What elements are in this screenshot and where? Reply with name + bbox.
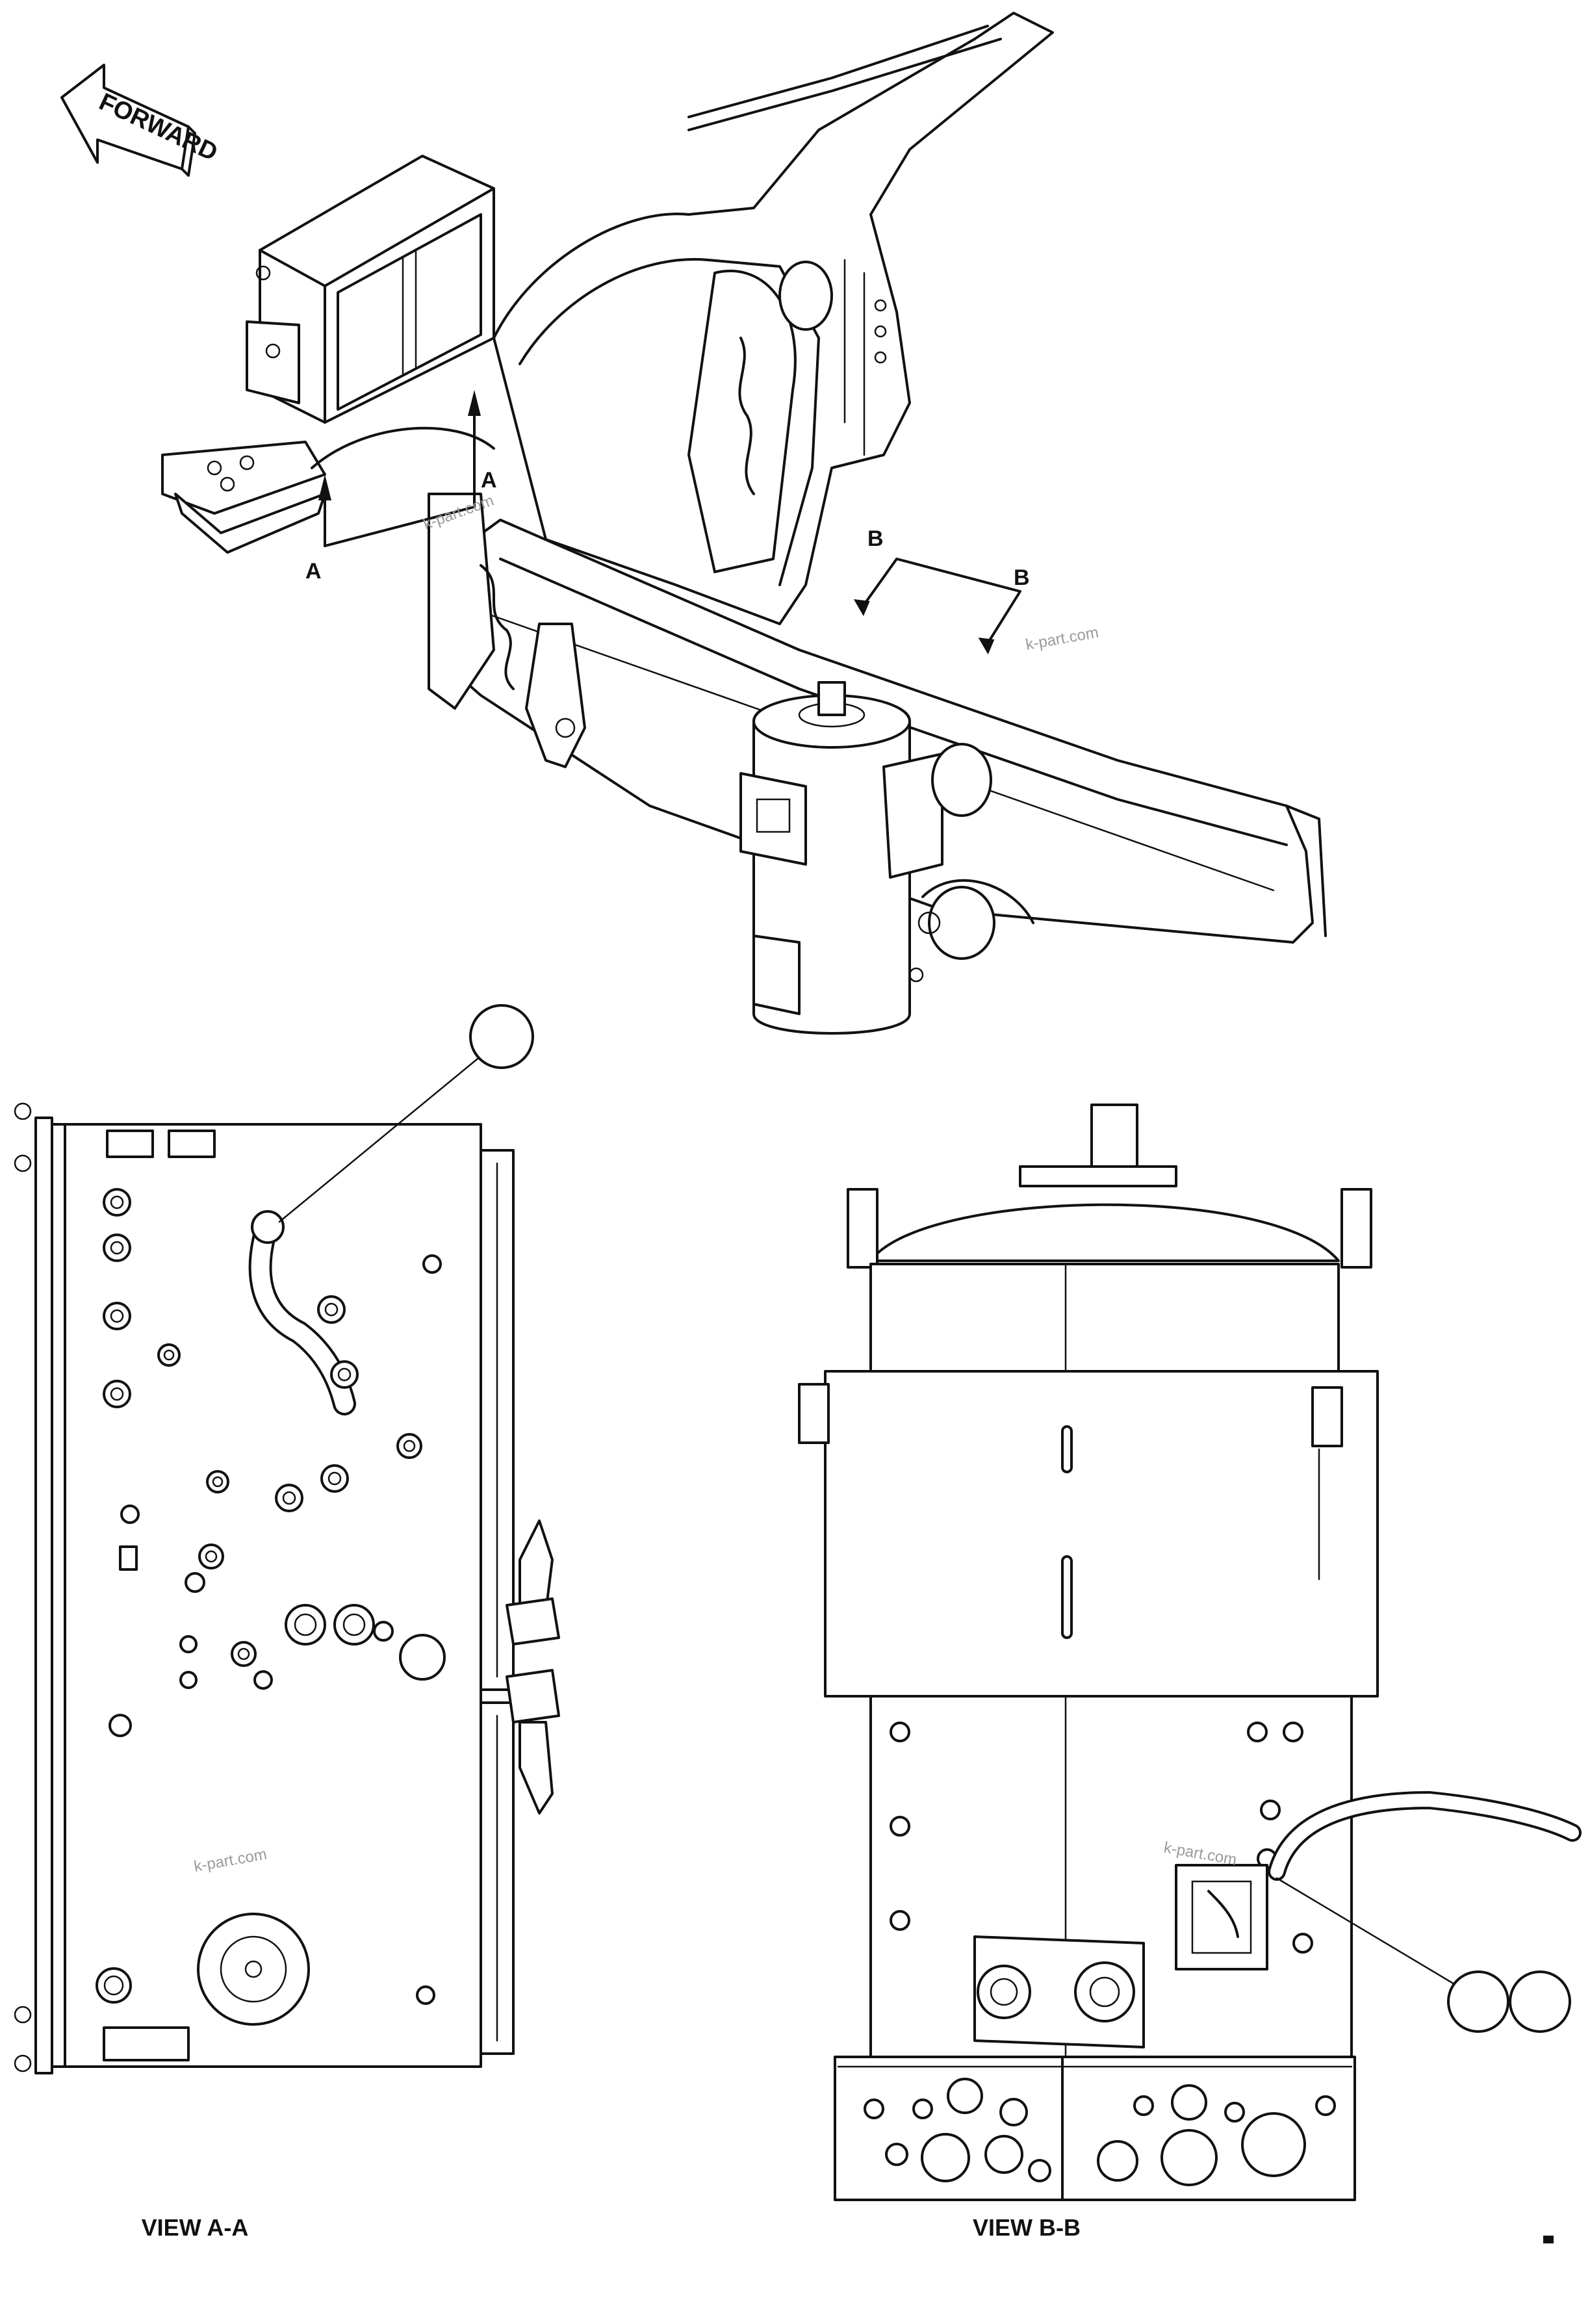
valve-manifold xyxy=(834,2056,1356,2201)
section-a-left-label: A xyxy=(305,559,322,584)
forward-arrow-icon: FORWARD xyxy=(60,64,222,177)
section-a-right-label: A xyxy=(481,468,497,493)
left-support-bracket xyxy=(428,493,586,768)
corner-mark xyxy=(1543,2236,1554,2243)
watermark: k-part.com xyxy=(1024,624,1099,654)
cylinder-tank xyxy=(739,681,1034,1035)
section-b-left-label: B xyxy=(867,526,884,551)
door-latch-upper xyxy=(506,1519,560,1646)
frame-arch xyxy=(493,12,1054,625)
door-latch-lower xyxy=(506,1669,560,1814)
callout-balloon xyxy=(469,1004,534,1069)
view-aa-label: VIEW A-A xyxy=(142,2214,249,2241)
section-b-marker: B B xyxy=(853,526,1030,654)
heater-block xyxy=(973,1935,1145,2048)
view-bb-label: VIEW B-B xyxy=(973,2214,1081,2241)
callout-balloon xyxy=(1509,1970,1571,2033)
bulkhead-fittings xyxy=(96,1188,446,2005)
box-mounting-bracket xyxy=(161,426,495,554)
junction-box xyxy=(1175,1864,1268,1970)
view-bb-tank: k-part.com VIEW B-B xyxy=(798,1104,1582,2241)
access-cover xyxy=(197,1913,310,2026)
section-a-marker: A A xyxy=(305,390,497,584)
frame-assembly-view: FORWARD xyxy=(60,12,1327,1035)
callout-balloon xyxy=(1447,1970,1509,2033)
view-aa-panel: k-part.com VIEW A-A xyxy=(14,1004,560,2241)
section-b-right-label: B xyxy=(1014,565,1030,590)
electrical-control-box xyxy=(246,155,495,424)
